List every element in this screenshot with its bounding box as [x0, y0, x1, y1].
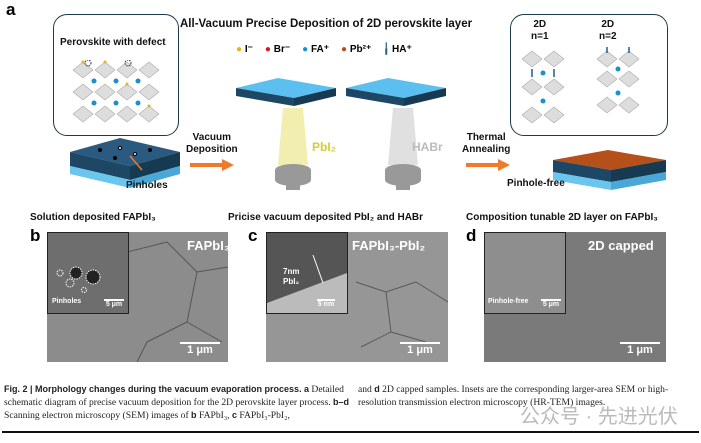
substrate-right — [346, 78, 446, 106]
legend-pb: ● Pb²⁺ — [341, 44, 372, 55]
scale-bar: 1 μm — [620, 342, 660, 356]
inset-sem-pinholes: Pinholes 5 μm — [47, 232, 129, 314]
defect-bubble-title: Perovskite with defect — [60, 37, 166, 48]
arrow-right-icon — [190, 159, 234, 171]
perovskite-lattice-icon — [72, 60, 160, 123]
panel-b-label: b — [30, 226, 41, 245]
figure-caption-left: Fig. 2 | Morphology changes during the v… — [4, 384, 350, 421]
panel-b-title: FAPbI₃ — [187, 238, 228, 253]
inset-pinhole-free-label: Pinhole-free — [488, 298, 529, 305]
panel-d-title: 2D capped — [588, 238, 654, 253]
legend-i: ● I⁻ — [236, 44, 253, 55]
deposition-chamber — [236, 78, 446, 190]
panel-c-label: c — [248, 226, 258, 245]
sem-image-fapbi3: Pinholes 5 μm FAPbI₃ 1 μm — [47, 232, 228, 362]
substrate-left — [236, 78, 336, 106]
inset-scale-bar: 5 μm — [104, 299, 124, 308]
inset-scale-bar: 5 μm — [541, 299, 561, 308]
legend-ha: ╽ HA⁺ — [383, 44, 412, 55]
habr-source-label: HABr — [412, 140, 443, 154]
watermark: 公众号 · 先进光伏 — [520, 406, 678, 428]
panel-a-title: All-Vacuum Precise Deposition of 2D pero… — [180, 18, 473, 30]
scale-bar: 1 μm — [400, 342, 440, 356]
arrow-right-icon — [466, 159, 510, 171]
inset-pinholes-label: Pinholes — [52, 298, 82, 305]
figure-caption-right: and d 2D capped samples. Insets are the … — [358, 384, 669, 408]
pinhole-free-label: Pinhole-free — [507, 178, 565, 189]
sem-image-2d-capped: Pinhole-free 5 μm 2D capped 1 μm — [484, 232, 666, 362]
defect-bubble: Perovskite with defect — [53, 14, 179, 136]
legend-fa: ● FA⁺ — [302, 44, 330, 55]
caption-a3: Composition tunable 2D layer on FAPbI₃ — [466, 212, 658, 223]
inset-scale-bar: 5 nm — [317, 299, 335, 308]
caption-a1: Solution deposited FAPbI₃ — [30, 212, 156, 223]
panel-c-title: FAPbI₃-PbI₂ — [352, 238, 426, 253]
2d-capped-film-stack — [553, 150, 666, 190]
panel-a-label: a — [6, 0, 16, 19]
scale-bar: 1 μm — [180, 342, 220, 356]
divider — [2, 431, 699, 433]
pinholes-label: Pinholes — [126, 180, 168, 191]
legend: ● I⁻ ● Br⁻ ● FA⁺ ● Pb²⁺ ╽ HA⁺ — [236, 44, 412, 55]
2d-perovskite-lattice-icon — [521, 47, 640, 124]
caption-a2: Pricise vacuum deposited PbI₂ and HABr — [228, 212, 424, 223]
inset-sem-pinhole-free: Pinhole-free 5 μm — [484, 232, 566, 314]
pbi2-source-label: PbI₂ — [312, 140, 336, 154]
fapbi3-film-stack — [70, 138, 180, 188]
legend-br: ● Br⁻ — [264, 44, 291, 55]
panel-d-label: d — [466, 226, 477, 245]
